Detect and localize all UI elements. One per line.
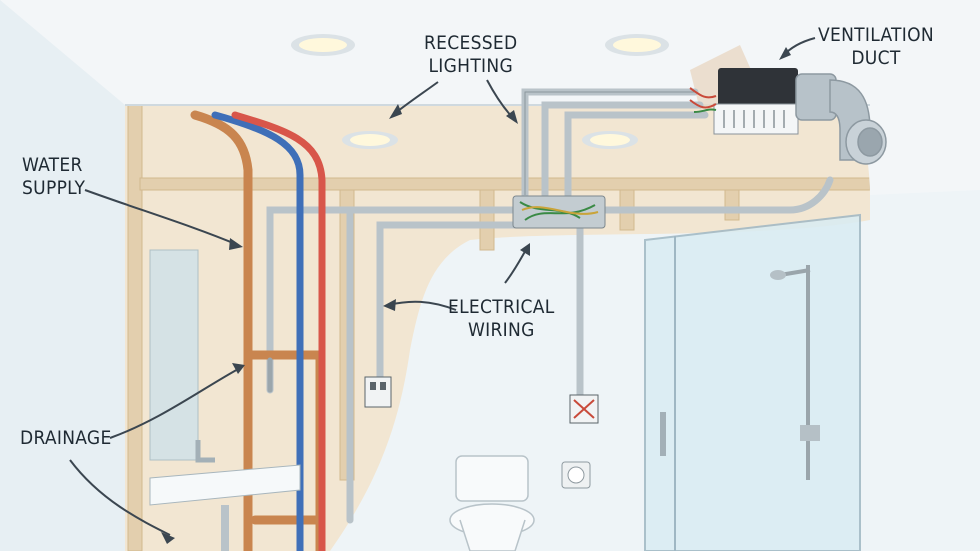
arrow-drainage-up bbox=[109, 367, 241, 439]
arrow-water bbox=[84, 189, 239, 246]
sink bbox=[149, 440, 301, 506]
toilet bbox=[449, 455, 535, 551]
ventilation-duct bbox=[795, 73, 887, 165]
toilet-paper-holder bbox=[561, 461, 591, 489]
label-water-supply: WATER SUPPLY bbox=[22, 154, 86, 199]
conduit-outline bbox=[524, 91, 695, 195]
label-drainage: DRAINAGE bbox=[20, 427, 112, 449]
label-ventilation-duct: VENTILATION DUCT bbox=[818, 24, 934, 69]
exposed-wall-cavity bbox=[125, 105, 870, 551]
junction-box bbox=[512, 195, 606, 229]
arrow-heads bbox=[161, 47, 791, 544]
electrical-box bbox=[569, 394, 599, 424]
mirror bbox=[149, 249, 199, 461]
wall-studs bbox=[127, 104, 871, 551]
recessed-lights bbox=[291, 34, 669, 149]
left-wall bbox=[0, 0, 125, 551]
glass-shower bbox=[644, 213, 861, 551]
label-recessed-lighting: RECESSED LIGHTING bbox=[424, 32, 518, 77]
ventilation-fan bbox=[690, 45, 799, 135]
electrical-outlet bbox=[364, 376, 392, 408]
water-pipes bbox=[190, 110, 326, 551]
arrow-drainage-down bbox=[69, 459, 171, 536]
label-electrical-wiring: ELECTRICAL WIRING bbox=[448, 296, 555, 341]
